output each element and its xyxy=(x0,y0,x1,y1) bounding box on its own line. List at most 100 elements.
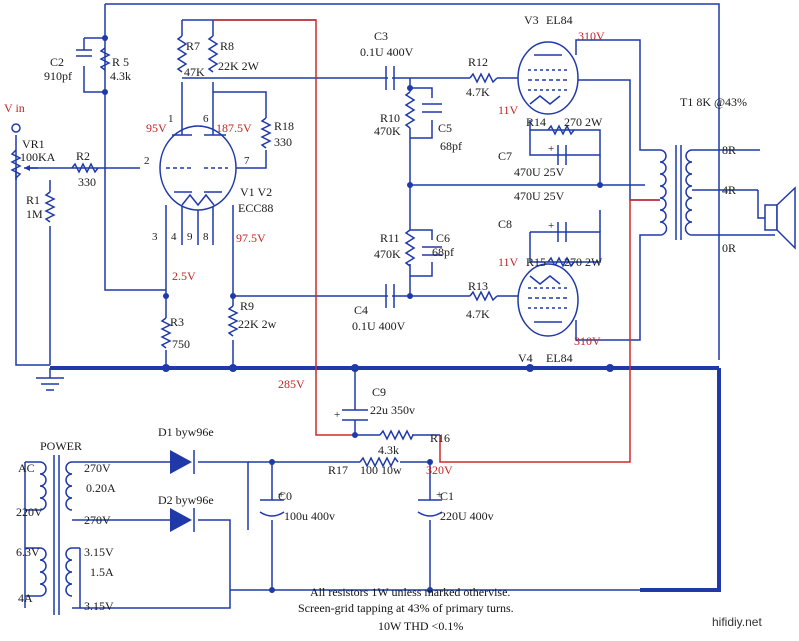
voltage-v4-screen: 11V xyxy=(498,255,519,269)
voltage-b-plus: 285V xyxy=(278,377,305,391)
note-line-2: Screen-grid tapping at 43% of primary tu… xyxy=(298,601,514,615)
d2-name: D2 byw96e xyxy=(158,493,214,507)
voltage-v1-cathode: 97.5V xyxy=(236,231,266,245)
r8-resistor xyxy=(207,35,219,73)
r12-name: R12 xyxy=(468,55,488,69)
r11-value: 470K xyxy=(374,247,401,261)
r2-value: 330 xyxy=(78,175,96,189)
voltage-rail: 320V xyxy=(426,463,453,477)
power-amps: 4A xyxy=(18,591,33,605)
c5-name: C5 xyxy=(438,121,452,135)
c0-capacitor: + xyxy=(259,489,285,517)
c9-name: C9 xyxy=(372,385,386,399)
r18-name: R18 xyxy=(274,119,294,133)
vr1-name: VR1 xyxy=(22,137,45,151)
v1-pin-4: 4 xyxy=(171,231,177,243)
c1-capacitor: + xyxy=(417,489,443,517)
c4-name: C4 xyxy=(354,303,368,317)
r18-resistor xyxy=(260,117,272,149)
c3-value: 0.1U 400V xyxy=(360,45,414,59)
c6-capacitor xyxy=(422,246,442,256)
b-plus-line xyxy=(213,19,660,463)
r11-resistor xyxy=(404,229,416,267)
c0-name: C0 xyxy=(278,489,292,503)
r2-name: R2 xyxy=(76,149,90,163)
r15-name: R15 xyxy=(526,255,546,269)
power-hv-current: 0.20A xyxy=(86,481,116,495)
r5-resistor xyxy=(99,47,111,71)
r8-value: 22K 2W xyxy=(218,59,260,73)
svg-text:+: + xyxy=(548,143,554,155)
v3-el84-tube xyxy=(517,41,579,115)
r13-name: R13 xyxy=(468,279,488,293)
r9-value: 22K 2w xyxy=(238,317,277,331)
c2-value: 910pf xyxy=(44,69,72,83)
c3-capacitor xyxy=(385,66,395,90)
c7-capacitor: + xyxy=(548,143,567,165)
c9-capacitor: + xyxy=(334,409,368,421)
labels: V in VR1 100KA R1 1M R2 330 C2 910pf R 5… xyxy=(4,13,762,633)
voltage-v3-screen: 11V xyxy=(498,103,519,117)
note-line-1: All resistors 1W unless marked othervise… xyxy=(310,585,510,599)
c4-value: 0.1U 400V xyxy=(352,319,406,333)
c5-capacitor xyxy=(422,103,442,113)
junctions xyxy=(102,35,614,593)
c8-value: 470U 25V xyxy=(514,189,565,203)
wiring xyxy=(15,3,775,609)
c3-name: C3 xyxy=(374,29,388,43)
r9-resistor xyxy=(227,305,239,337)
c1-value: 220U 400v xyxy=(440,509,494,523)
r10-resistor xyxy=(404,91,416,129)
r17-name: R17 xyxy=(328,463,348,477)
power-lv1: 3.15V xyxy=(84,545,114,559)
r10-value: 470K xyxy=(374,124,401,138)
power-hv1: 270V xyxy=(84,461,111,475)
watermark: hifidiy.net xyxy=(712,615,762,629)
v3-name: V3 xyxy=(524,13,539,27)
v1-ecc88-tube xyxy=(159,125,237,211)
c7-name: C7 xyxy=(498,149,512,163)
r13-resistor xyxy=(469,290,498,302)
v4-type: EL84 xyxy=(546,351,573,365)
r7-value: 47K xyxy=(184,65,205,79)
r1-resistor xyxy=(44,191,56,223)
c6-value: 68pf xyxy=(432,245,454,259)
c4-capacitor xyxy=(385,284,395,308)
r12-resistor xyxy=(469,72,498,84)
c5-value: 68pf xyxy=(440,139,462,153)
r16-value: 4.3k xyxy=(378,443,399,457)
r7-name: R7 xyxy=(186,39,200,53)
c8-name: C8 xyxy=(498,217,512,231)
c1-name: C1 xyxy=(440,489,454,503)
c7-value: 470U 25V xyxy=(514,165,565,179)
v1-pin-8: 8 xyxy=(203,231,209,243)
r17-value: 100 10w xyxy=(360,463,402,477)
t1-tap-4r: 4R xyxy=(722,183,736,197)
r1-value: 1M xyxy=(26,207,43,221)
speaker-icon xyxy=(764,186,796,250)
d1-diode xyxy=(170,450,195,474)
t1-tap-0r: 0R xyxy=(722,241,736,255)
power-mains: 220V xyxy=(16,505,43,519)
vr1-potentiometer xyxy=(10,149,38,179)
r3-value: 750 xyxy=(172,337,190,351)
power-hv2: 270V xyxy=(84,513,111,527)
r3-name: R3 xyxy=(170,315,184,329)
c2-name: C2 xyxy=(50,55,64,69)
r5-value: 4.3k xyxy=(110,69,131,83)
v4-name: V4 xyxy=(518,351,533,365)
input-terminal xyxy=(11,123,21,133)
voltage-v4-plate: 310V xyxy=(574,334,601,348)
r17-resistor xyxy=(359,456,399,468)
r18-value: 330 xyxy=(274,135,292,149)
svg-text:+: + xyxy=(278,489,284,501)
r14-resistor xyxy=(547,124,575,136)
v1-name: V1 V2 xyxy=(240,185,272,199)
v1-pin-1: 1 xyxy=(168,113,174,125)
r13-value: 4.7K xyxy=(466,307,490,321)
d1-name: D1 byw96e xyxy=(158,425,214,439)
power-ac: AC xyxy=(18,461,35,475)
r3-resistor xyxy=(160,317,172,349)
v3-type: EL84 xyxy=(546,13,573,27)
power-mains2: 6.3V xyxy=(16,545,40,559)
